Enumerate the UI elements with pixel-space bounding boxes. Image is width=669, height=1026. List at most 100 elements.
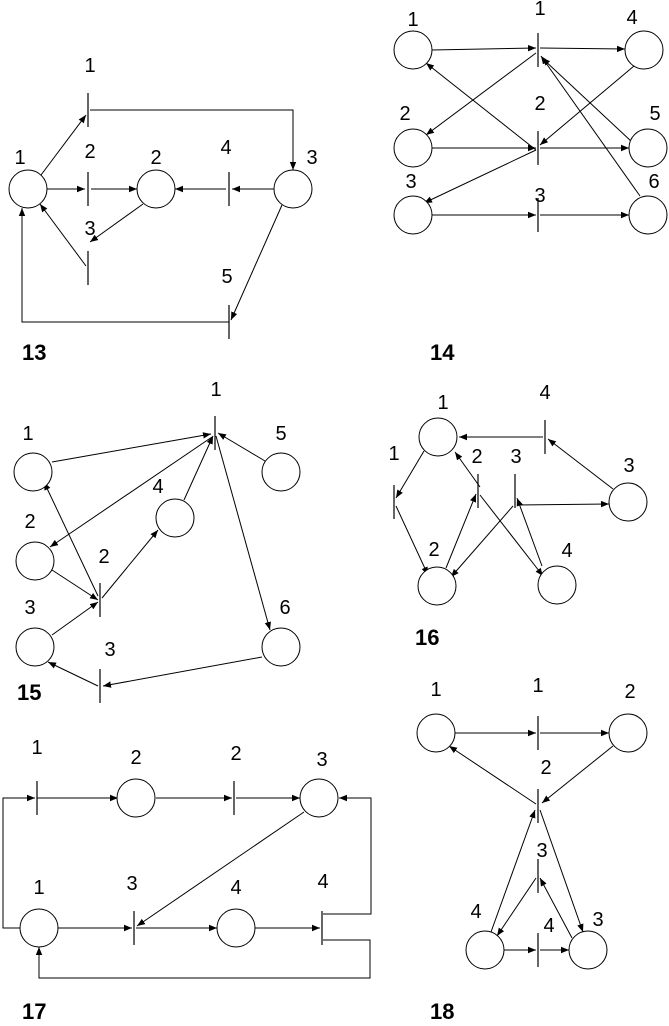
arc xyxy=(539,809,584,933)
place-circle xyxy=(155,498,195,538)
transition-label: 4 xyxy=(317,871,328,893)
place-circle xyxy=(261,627,301,667)
place-circle xyxy=(136,169,176,209)
arc xyxy=(541,57,633,143)
place-circle xyxy=(261,452,301,492)
transition-label: 3 xyxy=(126,873,137,895)
transition-label: 4 xyxy=(539,382,550,404)
place-label: 4 xyxy=(561,540,572,562)
place-circle xyxy=(273,169,313,209)
transition-label: 3 xyxy=(534,185,545,207)
place-circle xyxy=(624,30,664,70)
place-label: 3 xyxy=(405,171,416,193)
arc xyxy=(39,203,87,267)
net-number: 18 xyxy=(430,999,454,1024)
arc xyxy=(51,601,99,636)
place-circle xyxy=(8,169,48,209)
place-label: 2 xyxy=(130,747,141,769)
arc xyxy=(454,451,481,488)
arc xyxy=(43,481,99,597)
arc xyxy=(539,45,626,53)
place-label: 4 xyxy=(470,901,481,923)
arc xyxy=(18,208,229,323)
place-circle xyxy=(418,417,458,457)
transition-label: 1 xyxy=(84,55,95,77)
place-label: 3 xyxy=(24,597,35,619)
arc xyxy=(49,436,213,548)
place-label: 6 xyxy=(279,597,290,619)
arc xyxy=(539,65,635,146)
arc xyxy=(217,432,266,462)
place-circle xyxy=(19,908,59,948)
arc xyxy=(516,500,610,508)
place-circle xyxy=(13,452,53,492)
arc xyxy=(323,794,372,915)
arc xyxy=(516,497,543,567)
place-label: 2 xyxy=(399,103,410,125)
place-label: 1 xyxy=(14,147,25,169)
place-label: 1 xyxy=(22,423,33,445)
arc xyxy=(547,438,614,490)
net-number: 14 xyxy=(430,340,455,365)
arc xyxy=(51,432,212,463)
place-label: 3 xyxy=(306,147,317,169)
arc xyxy=(425,62,537,151)
transition-label: 1 xyxy=(534,0,545,20)
arc xyxy=(540,55,641,197)
transition-label: 2 xyxy=(84,141,95,163)
place-circle xyxy=(393,30,433,70)
transition-label: 2 xyxy=(471,446,482,468)
transition-label: 5 xyxy=(221,266,232,288)
place-label: 3 xyxy=(316,749,327,771)
place-circle xyxy=(537,565,577,605)
place-circle xyxy=(608,482,648,522)
net-number: 13 xyxy=(22,340,46,365)
transition-label: 1 xyxy=(210,379,221,401)
place-label: 4 xyxy=(626,7,637,29)
arc xyxy=(40,114,87,176)
transition-label: 2 xyxy=(230,743,241,765)
place-circle xyxy=(299,778,339,818)
arc xyxy=(490,809,536,933)
transition-label: 3 xyxy=(104,639,115,661)
net-number: 17 xyxy=(22,999,46,1024)
place-circle xyxy=(628,128,668,168)
place-circle xyxy=(216,908,256,948)
arc xyxy=(539,877,573,939)
transition-label: 1 xyxy=(31,737,42,759)
arc xyxy=(89,203,144,243)
place-circle xyxy=(15,627,55,667)
place-label: 6 xyxy=(648,171,659,193)
arc xyxy=(101,529,159,599)
arc xyxy=(102,656,263,688)
place-label: 3 xyxy=(592,909,603,931)
arc xyxy=(183,435,214,501)
place-circle xyxy=(568,930,608,970)
place-label: 1 xyxy=(430,679,441,701)
place-label: 5 xyxy=(275,423,286,445)
place-circle xyxy=(416,713,456,753)
transition-label: 3 xyxy=(84,218,95,240)
transition-label: 1 xyxy=(532,675,543,697)
arc xyxy=(215,435,271,631)
arc xyxy=(445,493,477,569)
place-circle xyxy=(15,541,55,581)
place-circle xyxy=(417,566,457,606)
place-label: 1 xyxy=(437,392,448,414)
arc xyxy=(541,745,614,804)
transition-label: 3 xyxy=(536,840,547,862)
place-label: 3 xyxy=(623,455,634,477)
transition-label: 3 xyxy=(510,446,521,468)
net-number: 15 xyxy=(17,680,41,705)
place-label: 5 xyxy=(649,103,660,125)
place-circle xyxy=(116,778,156,818)
place-label: 4 xyxy=(152,476,163,498)
arc xyxy=(448,745,537,805)
transition-label: 4 xyxy=(220,137,231,159)
arc xyxy=(425,52,537,136)
place-circle xyxy=(608,713,648,753)
